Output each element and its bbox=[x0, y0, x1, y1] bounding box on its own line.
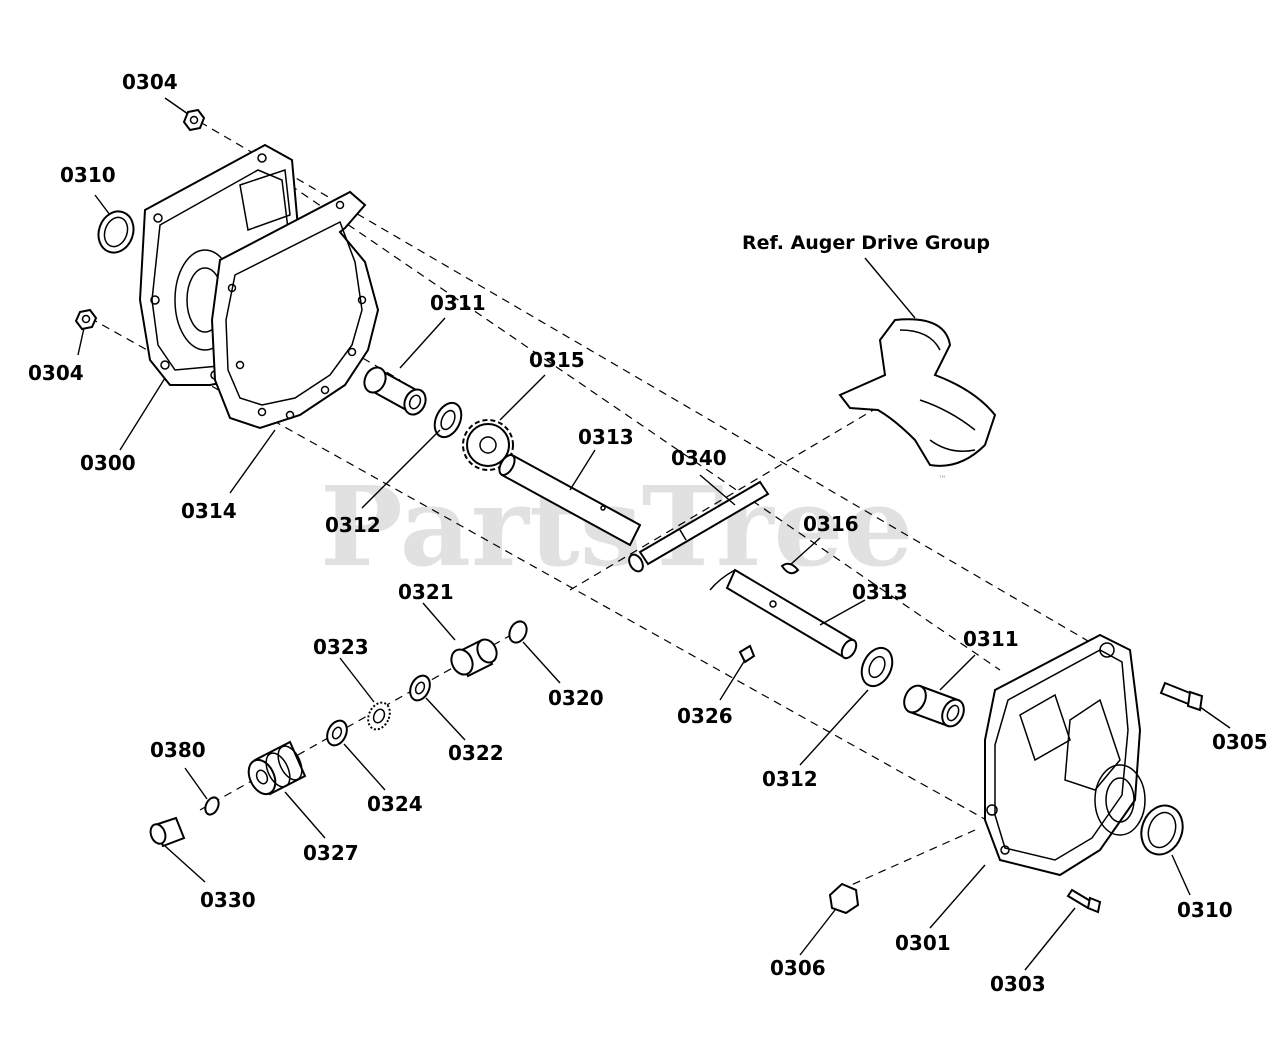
label-0330: 0330 bbox=[200, 888, 256, 912]
label-0304-top: 0304 bbox=[122, 70, 178, 94]
housing-0301 bbox=[984, 633, 1146, 877]
washer-0324 bbox=[326, 719, 348, 747]
label-0316: 0316 bbox=[803, 512, 859, 536]
thrust-bearing-0323 bbox=[367, 701, 391, 731]
label-0327: 0327 bbox=[303, 841, 359, 865]
reference-note: Ref. Auger Drive Group bbox=[742, 232, 990, 254]
seal-0310-left bbox=[97, 210, 135, 254]
label-0326: 0326 bbox=[677, 704, 733, 728]
cap-0330 bbox=[149, 816, 186, 848]
label-0380: 0380 bbox=[150, 738, 206, 762]
label-0314: 0314 bbox=[181, 499, 237, 523]
label-0324: 0324 bbox=[367, 792, 423, 816]
label-0311-left: 0311 bbox=[430, 291, 486, 315]
watermark-trademark: ™ bbox=[938, 475, 947, 485]
label-0313-upper: 0313 bbox=[578, 425, 634, 449]
label-0306: 0306 bbox=[770, 956, 826, 980]
label-0310-right: 0310 bbox=[1177, 898, 1233, 922]
label-0310-left: 0310 bbox=[60, 163, 116, 187]
nut-0304-left bbox=[74, 308, 98, 331]
bushing-0311-left bbox=[363, 366, 427, 416]
key-0316 bbox=[780, 562, 800, 575]
label-0301: 0301 bbox=[895, 931, 951, 955]
gasket-0314 bbox=[210, 190, 380, 430]
washer-0312-left bbox=[433, 401, 463, 439]
shaft-0340 bbox=[628, 480, 770, 573]
pin-0326 bbox=[738, 644, 756, 664]
bearing-0321 bbox=[450, 638, 498, 678]
label-0323: 0323 bbox=[313, 635, 369, 659]
plug-0306 bbox=[828, 882, 860, 915]
gear-0315 bbox=[462, 419, 514, 471]
washer-0312-right bbox=[860, 646, 894, 688]
auger-drive-group-ref bbox=[838, 318, 997, 467]
nut-0304-top bbox=[182, 108, 206, 132]
seal-0310-right bbox=[1140, 804, 1184, 856]
shaft-0313-lower bbox=[709, 568, 858, 660]
label-0315: 0315 bbox=[529, 348, 585, 372]
shaft-0313-upper bbox=[498, 453, 642, 547]
ring-0320 bbox=[508, 620, 528, 644]
ring-0380 bbox=[204, 796, 220, 816]
label-0311-right: 0311 bbox=[963, 627, 1019, 651]
screw-0303 bbox=[1066, 888, 1102, 914]
label-0340: 0340 bbox=[671, 446, 727, 470]
label-0313-lower: 0313 bbox=[852, 580, 908, 604]
label-0321: 0321 bbox=[398, 580, 454, 604]
label-0312-right: 0312 bbox=[762, 767, 818, 791]
leader-lines bbox=[77, 97, 1231, 971]
washer-0322 bbox=[409, 674, 431, 702]
label-0312-left: 0312 bbox=[325, 513, 381, 537]
bushing-0311-right bbox=[903, 684, 965, 728]
bolt-0305 bbox=[1159, 681, 1204, 712]
worm-gear-0327 bbox=[247, 740, 307, 796]
label-0322: 0322 bbox=[448, 741, 504, 765]
label-0300: 0300 bbox=[80, 451, 136, 475]
label-0320: 0320 bbox=[548, 686, 604, 710]
label-0303: 0303 bbox=[990, 972, 1046, 996]
label-0305: 0305 bbox=[1212, 730, 1268, 754]
part-labels: 0304 0310 0304 0300 0314 0311 0312 0315 … bbox=[28, 70, 1268, 996]
label-0304-left: 0304 bbox=[28, 361, 84, 385]
